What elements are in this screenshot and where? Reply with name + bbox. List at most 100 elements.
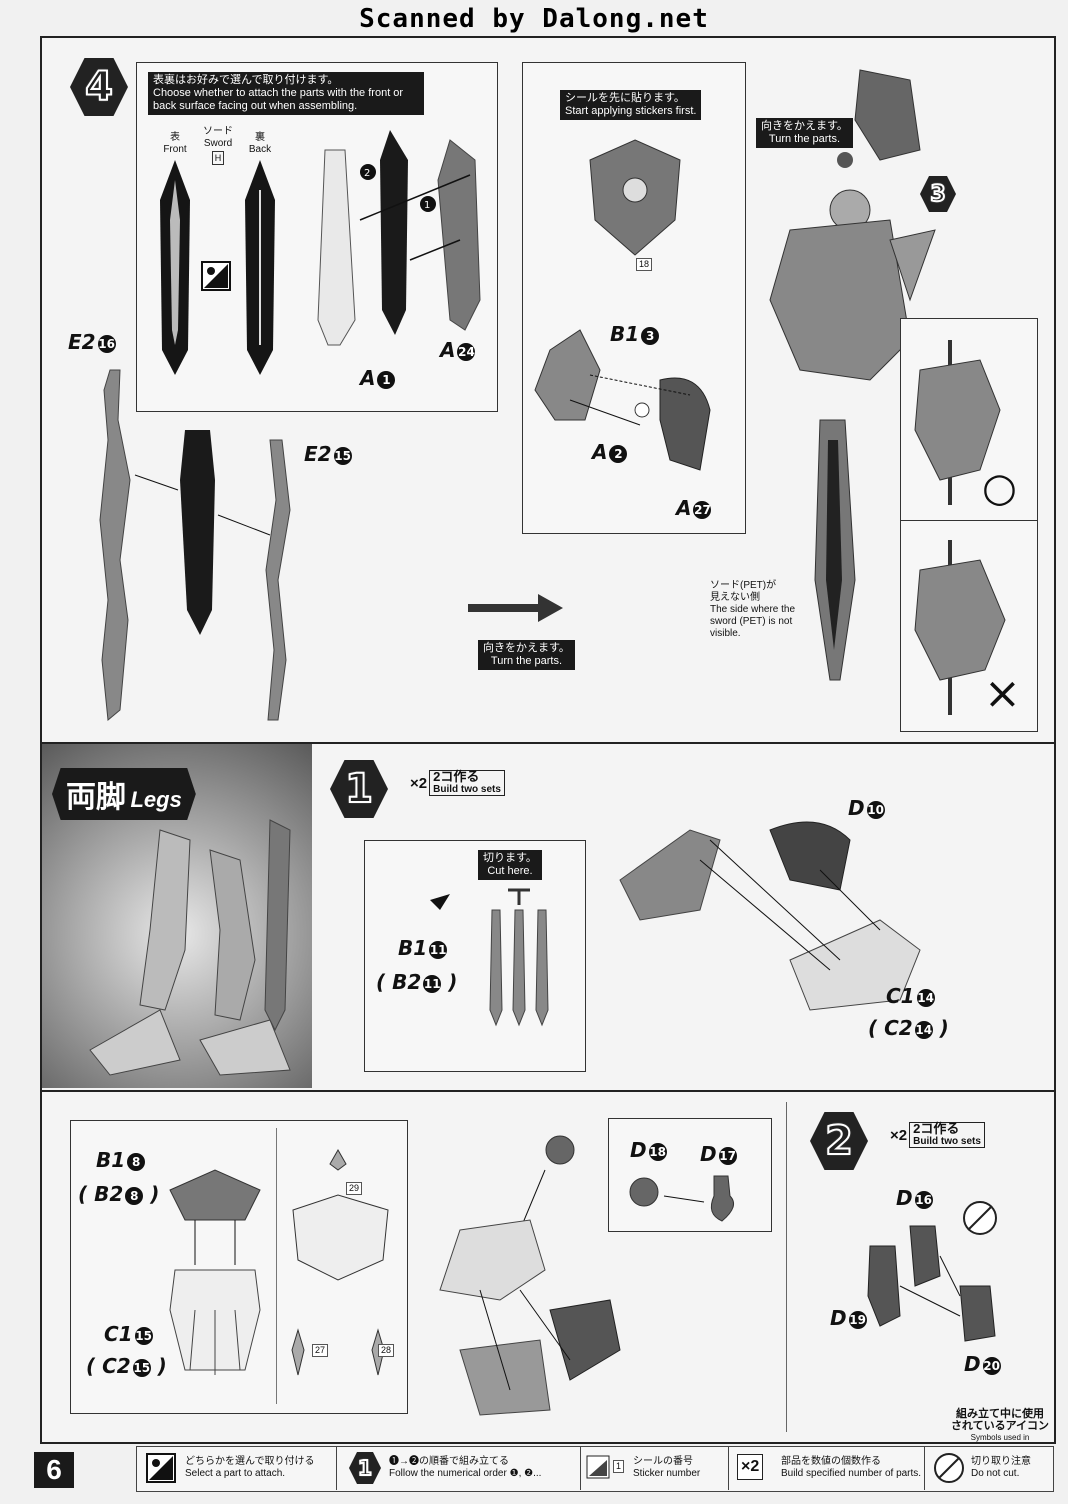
- legs-preview-drawing: [89, 819, 291, 1076]
- emblem-drawing: [589, 139, 681, 256]
- sticker-note-jp: シールを先に貼ります。: [565, 92, 685, 104]
- back-jp: 裏: [255, 132, 265, 143]
- legend-cell-5: 切り取り注意 Do not cut.: [924, 1446, 1053, 1490]
- sticker-29: 29: [346, 1182, 363, 1195]
- front-back-box: [136, 62, 498, 412]
- legs-step1-badge: 1: [330, 760, 388, 818]
- legend-cell-2: 1 ❶→❷の順番で組み立てる Follow the numerical orde…: [336, 1446, 581, 1490]
- legend-sticker-num: 1: [613, 1460, 625, 1473]
- sword-label: ソード Sword H: [198, 126, 238, 165]
- b1-emblem-assembly: [534, 329, 711, 471]
- ok-head-drawing: [914, 340, 1001, 505]
- side-note-jp2: 見えない側: [710, 592, 760, 603]
- turn-arrow: [468, 594, 563, 622]
- step1-mult: ×2: [410, 774, 428, 792]
- sticker-18: 18: [636, 258, 653, 271]
- svg-text:1: 1: [424, 200, 430, 211]
- side-note-en: The side where the sword (PET) is not vi…: [710, 604, 796, 639]
- turn2-jp: 向きをかえます。: [761, 120, 848, 132]
- back-label: 裏 Back: [245, 132, 275, 156]
- legend-2-jp: ❶→❷の順番で組み立てる: [389, 1456, 509, 1467]
- legend-cell-4: ×2 部品を数値の個数作る Build specified number of …: [728, 1446, 925, 1490]
- sword-front-back-drawing: [160, 160, 275, 375]
- ng-head-drawing: [914, 540, 1006, 715]
- front-en: Front: [163, 144, 187, 155]
- step1-sets-en: Build two sets: [433, 784, 501, 795]
- legend-4-en: Build specified number of parts.: [781, 1468, 922, 1479]
- legend-5-jp: 切り取り注意: [971, 1456, 1031, 1467]
- sword-jp: ソード: [203, 126, 233, 137]
- legend-1-jp: どちらかを選んで取り付ける: [185, 1456, 315, 1467]
- legend-1-en: Select a part to attach.: [185, 1468, 286, 1479]
- sword-side-note: ソード(PET)が 見えない側 The side where the sword…: [710, 580, 800, 640]
- legend-x2-icon: ×2: [737, 1454, 764, 1480]
- d-parts-box: [608, 1118, 772, 1232]
- legend-3-jp: シールの番号: [633, 1456, 693, 1467]
- sticker-28: 28: [378, 1344, 395, 1357]
- step2-mult: ×2: [890, 1126, 908, 1144]
- ok-symbol: ○: [982, 465, 1017, 511]
- back-en: Back: [248, 144, 272, 155]
- step2-sets-jp: 2コ作る: [913, 1121, 960, 1136]
- scanned-by-header: Scanned by Dalong.net: [359, 4, 709, 34]
- d-parts-drawing: [629, 1175, 735, 1222]
- legend-4-text: 部品を数値の個数作る Build specified number of par…: [781, 1456, 921, 1480]
- legend-1-text: どちらかを選んで取り付ける Select a part to attach.: [185, 1456, 315, 1480]
- toe-joint-assembly: [867, 1225, 996, 1342]
- note-en: Choose whether to attach the parts with …: [153, 87, 404, 112]
- step1-sets-jp: 2コ作る: [433, 769, 480, 784]
- legend-step-number: 1: [357, 1455, 373, 1481]
- step2-sets-en: Build two sets: [913, 1136, 981, 1147]
- turn-en: Turn the parts.: [490, 655, 563, 667]
- note-jp: 表裏はお好みで選んで取り付けます。: [153, 74, 339, 86]
- legs-title: 両脚 Legs: [52, 768, 196, 820]
- ankle-guard-assembly: [169, 1169, 261, 1375]
- svg-text:2: 2: [364, 168, 370, 179]
- cut-jp: 切ります。: [483, 852, 537, 864]
- cut-parts-box: [364, 840, 586, 1072]
- legend-select-part-icon: [146, 1453, 176, 1483]
- sticker-note: シールを先に貼ります。 Start applying stickers firs…: [560, 90, 702, 120]
- legs-step2-number: 2: [824, 1117, 854, 1165]
- legs-title-jp: 両脚: [66, 781, 126, 814]
- legend-2-en: Follow the numerical order ❶, ❷...: [389, 1468, 542, 1479]
- legend-cell-3: 1 シールの番号 Sticker number: [580, 1446, 729, 1490]
- page-number: 6: [34, 1452, 74, 1488]
- legend-4-jp: 部品を数値の個数作る: [781, 1456, 881, 1467]
- turn-note-top: 向きをかえます。 Turn the parts.: [756, 118, 853, 148]
- ref-step-3-number: 3: [929, 181, 946, 208]
- ng-symbol: ×: [984, 668, 1021, 719]
- do-not-cut-icon: [963, 1201, 997, 1235]
- front-back-note: 表裏はお好みで選んで取り付けます。 Choose whether to atta…: [148, 72, 424, 115]
- e2-assembly-drawing: [99, 369, 291, 721]
- front-jp: 表: [170, 132, 180, 143]
- ok-ng-divider: [900, 520, 1038, 521]
- cut-en: Cut here.: [487, 865, 533, 877]
- select-part-icon: [201, 261, 231, 291]
- legend-cell-1: どちらかを選んで取り付ける Select a part to attach.: [136, 1446, 337, 1490]
- legend-do-not-cut-icon: [934, 1453, 964, 1483]
- head-sword-assembly: [769, 69, 936, 681]
- legend-x2-text: ×2: [741, 1458, 760, 1475]
- legend-3-text: シールの番号 Sticker number: [633, 1456, 700, 1480]
- cut-here-note: 切ります。 Cut here.: [478, 850, 542, 880]
